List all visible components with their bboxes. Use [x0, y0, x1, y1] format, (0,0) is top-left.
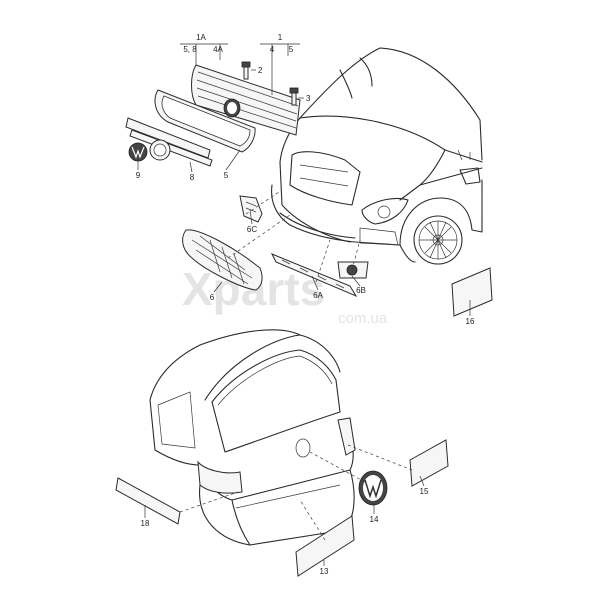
rear-vehicle [149, 329, 356, 546]
watermark-domain: com.ua [338, 310, 388, 327]
part-9-front-emblem [128, 142, 148, 162]
callout-6b: 6B [356, 286, 366, 295]
part-16-front-plate-bracket [451, 267, 493, 317]
callout-6: 6 [210, 293, 215, 302]
part-3-screw [289, 87, 299, 106]
part-14-rear-emblem [358, 470, 388, 506]
callout-6c: 6C [247, 225, 257, 234]
part-6c-bracket [239, 195, 263, 223]
leader-lines [137, 43, 471, 566]
callout-3: 3 [306, 94, 311, 103]
callout-1a: 1A [196, 33, 206, 42]
part-18-plate-cover [115, 477, 181, 525]
callout-15: 15 [420, 487, 429, 496]
callout-16: 16 [466, 317, 475, 326]
part-6a-lower-strip [270, 253, 358, 298]
callout-5-8: 5, 8 [183, 45, 197, 54]
callout-13: 13 [320, 567, 329, 576]
callout-6a: 6A [313, 291, 323, 300]
part-6-lower-grille [182, 229, 263, 291]
callout-18: 18 [141, 519, 150, 528]
part-1-upper-grille [191, 64, 301, 136]
callout-4a: 4A [213, 45, 223, 54]
callout-8: 8 [190, 173, 195, 182]
callout-9: 9 [136, 171, 141, 180]
callout-5: 5 [224, 171, 229, 180]
callout-14: 14 [370, 515, 379, 524]
callout-labels: 1A 5, 8 4A 1 4 5 2 3 9 8 5 6C 6 6A 6B 16… [136, 33, 475, 576]
part-8-trim-strip [125, 117, 213, 167]
part-5-grille-frame [154, 89, 256, 153]
part-15-plate-bracket [409, 439, 449, 487]
callout-4: 4 [270, 45, 275, 54]
callout-1: 1 [278, 33, 283, 42]
callout-2: 2 [258, 66, 263, 75]
part-13-rear-plate-bracket [295, 515, 355, 577]
part-2-screw [241, 61, 251, 80]
part-6b-fog-light-cover [337, 261, 369, 279]
callout-5-top: 5 [289, 45, 294, 54]
front-vehicle [271, 47, 483, 265]
